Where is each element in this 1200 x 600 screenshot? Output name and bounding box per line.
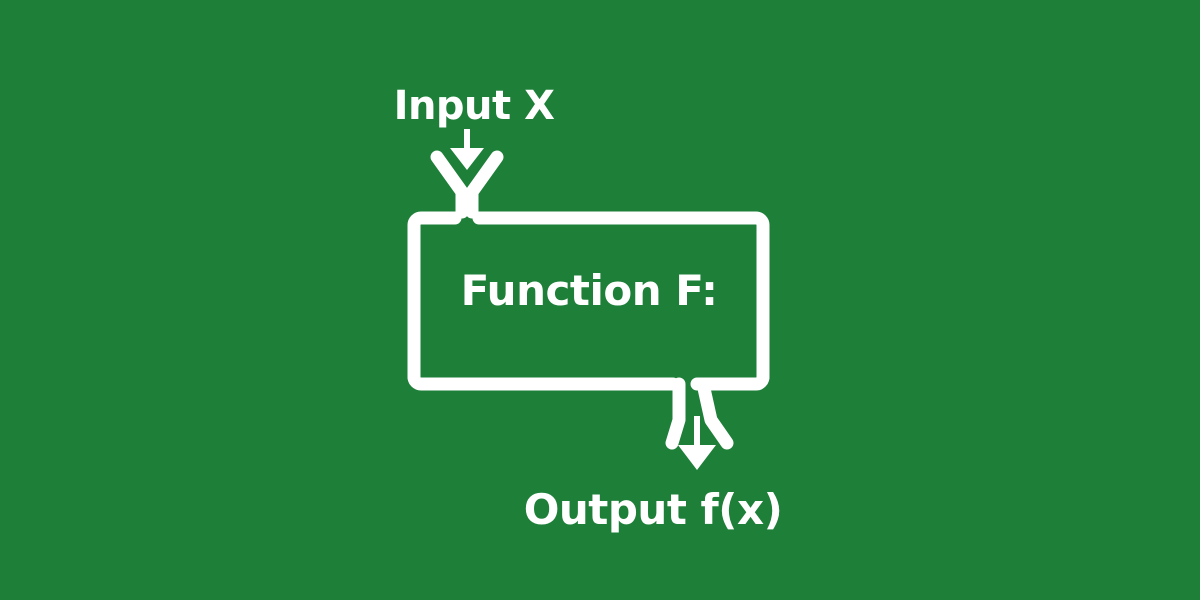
input-funnel-left-leg [430, 150, 469, 219]
output-funnel-connector [665, 377, 734, 450]
output-down-arrow-icon [678, 416, 716, 470]
output-funnel-right-leg [696, 377, 734, 450]
input-down-arrow-icon [450, 129, 484, 170]
process-box-top-right-edge [472, 211, 770, 384]
input-node-label: Input X [393, 83, 555, 129]
process-box [407, 211, 770, 391]
input-arrow-head [450, 148, 484, 170]
process-node-label: Function F: [460, 266, 718, 315]
output-node-label: Output f(x) [523, 485, 783, 534]
process-box-bottom-left-edge [407, 370, 680, 391]
input-funnel-right-leg [465, 150, 504, 219]
input-funnel-connector [430, 150, 504, 219]
output-arrow-head [678, 445, 716, 470]
output-funnel-left-leg [665, 377, 686, 450]
process-box-bottom-right-edge [690, 370, 770, 391]
process-box-top-left-edge [407, 211, 462, 384]
